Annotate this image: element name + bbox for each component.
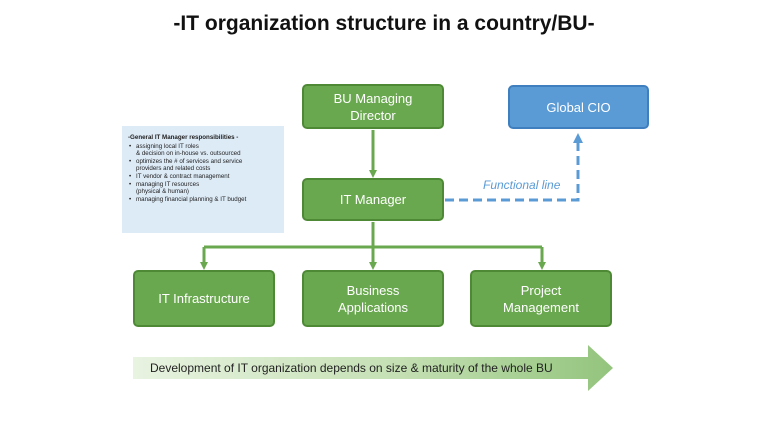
responsibility-item: managing financial planning & IT budget [128, 196, 278, 204]
node-label-line: Global CIO [546, 99, 611, 115]
node-it-infrastructure: IT Infrastructure [133, 270, 275, 327]
responsibilities-list: assigning local IT roles & decision on i… [128, 143, 278, 204]
node-label-line: BU Managing [333, 90, 413, 106]
responsibility-line: assigning local IT roles [136, 142, 199, 150]
node-global-cio: Global CIO [508, 85, 649, 129]
functional-line-label: Functional line [483, 178, 561, 192]
node-it-manager: IT Manager [302, 178, 444, 221]
page-title: -IT organization structure in a country/… [173, 12, 595, 35]
responsibility-item: assigning local IT roles & decision on i… [128, 143, 278, 158]
responsibility-line: & decision on in-house vs. outsourced [136, 150, 241, 158]
responsibility-line: managing financial planning & IT budget [136, 195, 247, 203]
responsibility-line: providers and related costs [136, 165, 211, 173]
functional-line [445, 133, 583, 202]
node-label-line: Management [503, 299, 579, 315]
responsibility-line: optimizes the # of services and service [136, 157, 243, 165]
responsibilities-box: -General IT Manager responsibilities - a… [122, 126, 284, 233]
responsibilities-title: -General IT Manager responsibilities - [128, 134, 239, 141]
banner-text: Development of IT organization depends o… [150, 361, 553, 375]
node-label-line: Project [520, 282, 562, 298]
node-label-line: IT Manager [339, 192, 407, 207]
responsibility-item: IT vendor & contract management [128, 173, 278, 181]
node-label-line: Business [346, 282, 400, 298]
node-label-line: IT Infrastructure [158, 291, 250, 306]
responsibility-line: IT vendor & contract management [136, 172, 230, 180]
banner-arrow-shape [133, 345, 613, 391]
responsibility-item: managing IT resources (physical & human) [128, 181, 278, 196]
responsibility-line: managing IT resources [136, 180, 200, 188]
responsibility-item: optimizes the # of services and service … [128, 158, 278, 173]
node-label-line: Director [350, 107, 396, 123]
responsibility-line: (physical & human) [136, 188, 189, 196]
node-label-line: Applications [337, 299, 409, 315]
